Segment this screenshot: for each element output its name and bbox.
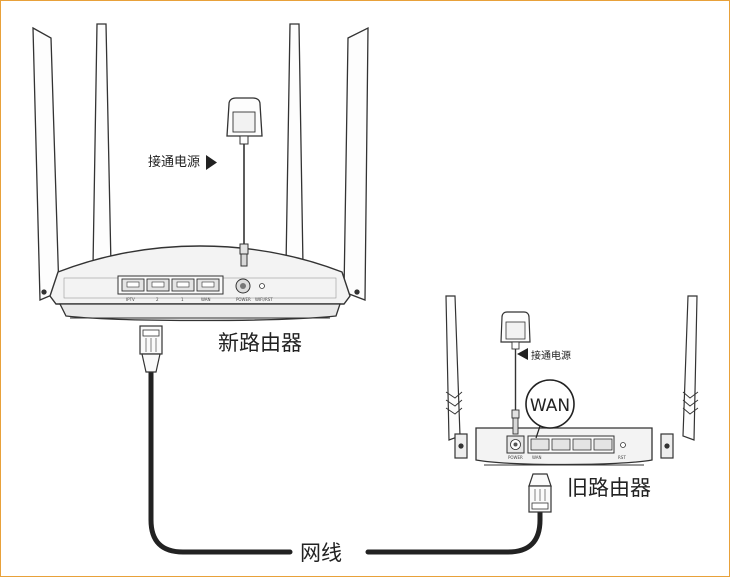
rj45-plug-new: [139, 325, 163, 373]
antenna-inner-right: [285, 23, 304, 267]
old-lan-port-3: [593, 438, 613, 451]
antenna-inner-left: [92, 23, 112, 267]
ethernet-cable: 网线: [139, 325, 552, 565]
port-label-iptv: IPTV: [126, 297, 135, 302]
port-label-2: 2: [156, 297, 159, 302]
cable-label: 网线: [300, 541, 342, 565]
rj45-plug-old: [528, 473, 552, 513]
old-lan-port-1: [551, 438, 571, 451]
new-router-antennas: [32, 23, 369, 301]
old-port-label-wan: WAN: [532, 455, 541, 460]
port-label-1: 1: [181, 297, 184, 302]
old-wan-port: [530, 438, 550, 451]
antenna-old-left: [445, 295, 461, 441]
old-router-power-adapter: [500, 311, 531, 435]
wan-callout: WAN: [525, 379, 575, 439]
new-router-power-adapter: [226, 97, 263, 267]
old-port-label-rst: RST: [618, 455, 626, 460]
old-lan-port-2: [572, 438, 592, 451]
old-port-label-power: POWER: [508, 455, 523, 460]
new-router-body: [49, 245, 351, 322]
old-router-antennas: [445, 295, 699, 459]
old-reset-button: [620, 442, 626, 448]
antenna-outer-right: [343, 26, 369, 301]
antenna-old-right: [682, 295, 698, 441]
port-label-reset: WIFI/RST: [255, 297, 273, 302]
old-router-ports: POWER WAN RST: [506, 435, 626, 460]
old-router: POWER WAN RST WAN 接通电源 旧路由器: [445, 295, 699, 500]
new-router-ports: IPTV 2 1 WAN POWER WIFI/RST: [117, 275, 273, 302]
antenna-outer-left: [32, 26, 60, 301]
power-label-old: 接通电源: [531, 349, 571, 362]
old-router-label: 旧路由器: [567, 476, 651, 500]
reset-button: [259, 283, 265, 289]
arrow-left-icon: [517, 348, 528, 360]
wan-callout-label: WAN: [530, 396, 570, 416]
power-label-new: 接通电源: [148, 154, 200, 170]
arrow-right-icon: [206, 155, 217, 170]
port-label-wan: WAN: [201, 297, 210, 302]
new-router-label: 新路由器: [218, 331, 302, 355]
port-label-power: POWER: [236, 297, 251, 302]
new-router: IPTV 2 1 WAN POWER WIFI/RST 接通电源 新路由器: [32, 23, 369, 355]
